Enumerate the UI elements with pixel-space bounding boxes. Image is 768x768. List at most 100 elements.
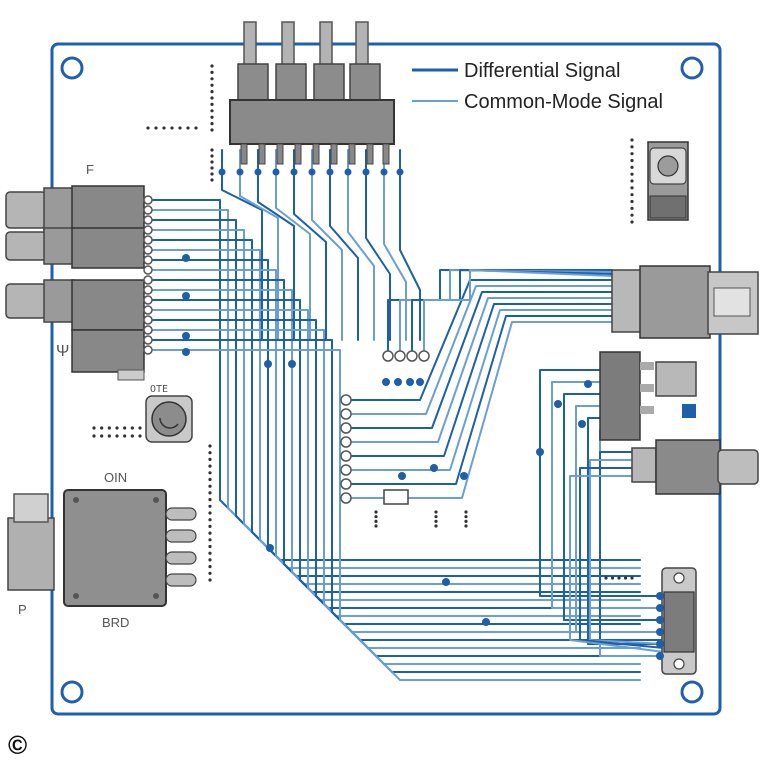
center-trace <box>351 279 613 401</box>
right-header-via <box>656 592 664 600</box>
dotted-marker <box>210 128 214 132</box>
dotted-marker <box>210 122 214 126</box>
label-left-psi: Ψ <box>56 343 69 360</box>
center-pad <box>340 492 352 504</box>
via <box>442 578 450 586</box>
center-trace <box>351 285 613 415</box>
dotted-marker <box>208 444 212 448</box>
left-bus-trace <box>145 269 641 617</box>
left-bus-trace <box>145 249 641 601</box>
right-header-via <box>656 628 664 636</box>
right-trace <box>563 393 665 621</box>
left-pad <box>143 235 153 245</box>
dotted-marker <box>630 179 634 183</box>
dotted-marker <box>210 83 214 87</box>
left-jack-2 <box>5 227 145 269</box>
right-header-via <box>656 640 664 648</box>
dotted-marker <box>210 148 214 152</box>
center-pad <box>340 436 352 448</box>
left-bus-trace <box>145 319 641 657</box>
left-jacks <box>5 185 145 381</box>
header-jack-4 <box>349 63 381 105</box>
right-trace <box>539 369 665 597</box>
header-trace <box>329 149 359 341</box>
dotted-marker <box>434 524 438 528</box>
dotted-marker <box>210 178 214 182</box>
dotted-marker <box>115 434 119 438</box>
dotted-marker <box>154 126 158 130</box>
dotted-marker <box>464 519 468 523</box>
header-leg <box>276 143 284 165</box>
left-pad <box>143 245 153 255</box>
header-leg <box>330 143 338 165</box>
left-jack-4 <box>71 329 145 381</box>
dotted-marker <box>208 565 212 569</box>
center-pad <box>406 350 418 362</box>
header-trace <box>257 149 295 341</box>
header-leg <box>294 143 302 165</box>
left-pad <box>143 275 153 285</box>
left-bus-trace <box>145 279 641 625</box>
left-pad <box>143 195 153 205</box>
dotted-marker <box>630 576 634 580</box>
header-leg <box>240 143 248 165</box>
center-pad <box>340 422 352 434</box>
dotted-marker <box>374 510 378 514</box>
top-header-connector <box>229 21 395 165</box>
dotted-marker <box>210 96 214 100</box>
center-resistor <box>383 489 409 505</box>
dotted-marker <box>194 126 198 130</box>
dotted-marker <box>210 160 214 164</box>
center-trace <box>351 309 613 471</box>
dotted-marker <box>434 519 438 523</box>
dotted-marker <box>630 172 634 176</box>
center-trace <box>351 315 613 485</box>
dotted-marker <box>630 206 634 210</box>
header-trace <box>365 149 391 341</box>
dotted-marker <box>208 464 212 468</box>
left-pad <box>143 215 153 225</box>
header-leg <box>366 143 374 165</box>
left-pad <box>143 335 153 345</box>
dotted-marker <box>208 558 212 562</box>
header-jack-3 <box>313 63 345 105</box>
dotted-marker <box>623 576 628 580</box>
header-via <box>396 168 404 176</box>
right-header-via <box>656 616 664 624</box>
left-bus-trace <box>145 349 641 681</box>
left-pad <box>143 265 153 275</box>
dotted-marker <box>604 576 608 580</box>
header-leg <box>258 143 266 165</box>
left-pad <box>143 285 153 295</box>
dotted-marker <box>210 115 214 119</box>
dotted-marker <box>208 551 212 555</box>
left-bus-trace <box>145 329 641 665</box>
left-bus-trace <box>145 209 641 569</box>
dotted-marker <box>92 426 96 430</box>
mounting-hole-top-right <box>680 56 704 80</box>
left-bus-trace <box>145 339 641 673</box>
header-leg <box>312 143 320 165</box>
right-header-via <box>656 652 664 660</box>
push-button <box>145 395 193 443</box>
center-pad <box>340 478 352 490</box>
left-pad <box>143 295 153 305</box>
dotted-marker <box>630 158 634 163</box>
right-trace <box>589 459 665 645</box>
dotted-marker <box>210 64 214 68</box>
center-pad <box>340 450 352 462</box>
dotted-marker <box>92 434 96 438</box>
left-bus-trace <box>145 219 641 577</box>
via <box>182 292 190 300</box>
header-via <box>362 168 370 176</box>
dotted-marker <box>464 524 468 528</box>
dotted-marker <box>170 126 174 130</box>
dotted-marker <box>208 471 212 475</box>
right-trace <box>579 467 665 649</box>
dotted-marker <box>630 152 634 156</box>
via <box>382 378 390 386</box>
left-pad <box>143 345 153 355</box>
dotted-marker <box>434 510 438 514</box>
dotted-marker <box>434 515 438 519</box>
dotted-marker <box>208 457 212 461</box>
